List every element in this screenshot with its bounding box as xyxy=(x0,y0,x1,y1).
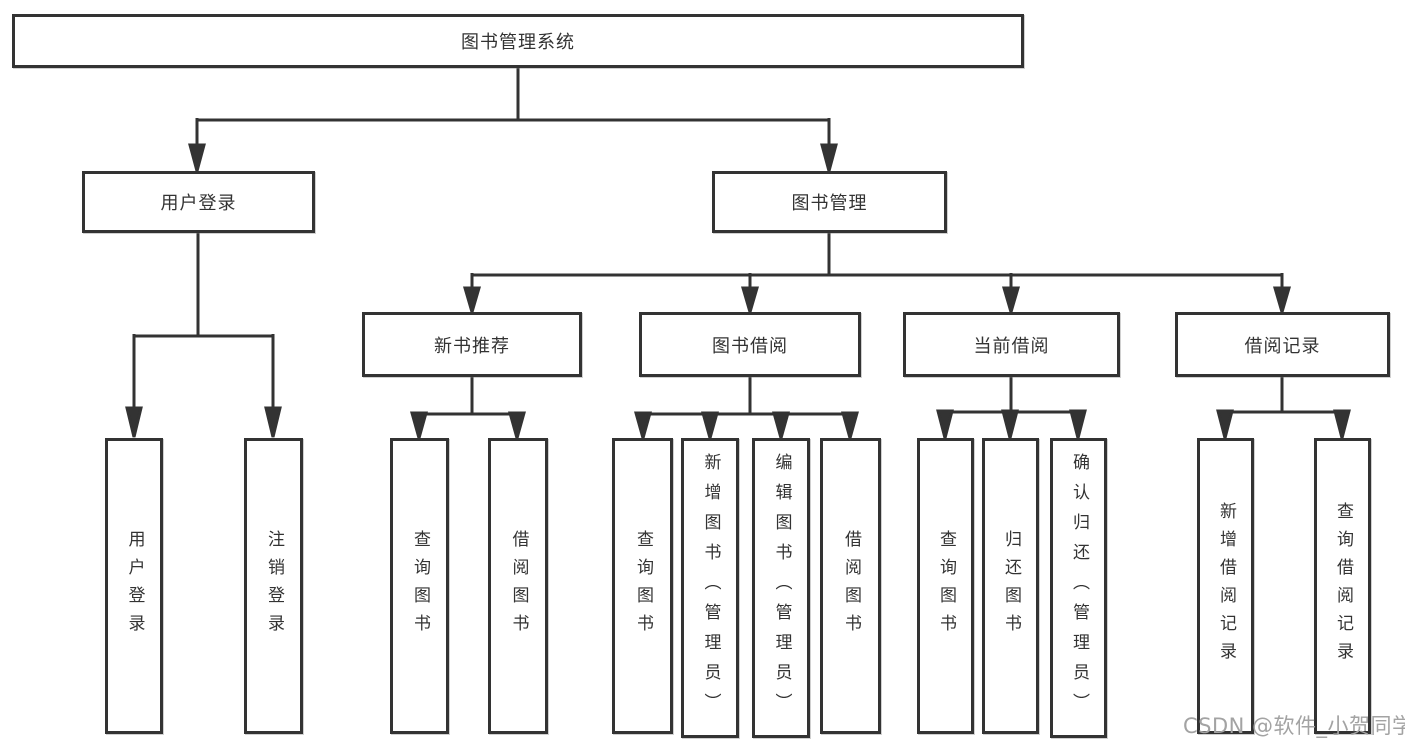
leaf-query-books-borrow: 查询图书 xyxy=(612,438,673,734)
leaf-logout: 注销登录 xyxy=(244,438,303,734)
leaf-query-borrow-record: 查询借阅记录 xyxy=(1314,438,1371,734)
connector-user-login xyxy=(125,233,282,438)
node-library-system: 图书管理系统 xyxy=(12,14,1024,68)
connector-current-borrow xyxy=(936,377,1087,444)
node-borrow-records: 借阅记录 xyxy=(1175,312,1390,377)
node-book-borrow: 图书借阅 xyxy=(639,312,861,377)
node-book-management: 图书管理 xyxy=(712,171,947,233)
node-current-borrow: 当前借阅 xyxy=(903,312,1120,377)
connector-borrow-records xyxy=(1216,377,1351,444)
node-new-book-recommend: 新书推荐 xyxy=(362,312,582,377)
leaf-query-books-current: 查询图书 xyxy=(917,438,974,734)
leaf-query-books-recommend: 查询图书 xyxy=(390,438,449,734)
leaf-add-borrow-record: 新增借阅记录 xyxy=(1197,438,1254,734)
leaf-borrow-books-borrow: 借阅图书 xyxy=(820,438,881,734)
watermark-text: CSDN @软件_小贺同学 xyxy=(1183,714,1405,738)
node-user-login: 用户登录 xyxy=(82,171,315,233)
leaf-confirm-return-admin: 确认归还（管理员） xyxy=(1050,438,1107,738)
leaf-borrow-books-recommend: 借阅图书 xyxy=(488,438,548,734)
leaf-add-book-admin: 新增图书（管理员） xyxy=(681,438,739,738)
connector-root xyxy=(188,68,838,177)
connector-new-book xyxy=(410,377,526,444)
leaf-edit-book-admin: 编辑图书（管理员） xyxy=(752,438,810,738)
connector-book-management xyxy=(463,233,1291,318)
connector-book-borrow xyxy=(634,377,859,444)
leaf-return-book: 归还图书 xyxy=(982,438,1039,734)
leaf-user-login: 用户登录 xyxy=(105,438,163,734)
